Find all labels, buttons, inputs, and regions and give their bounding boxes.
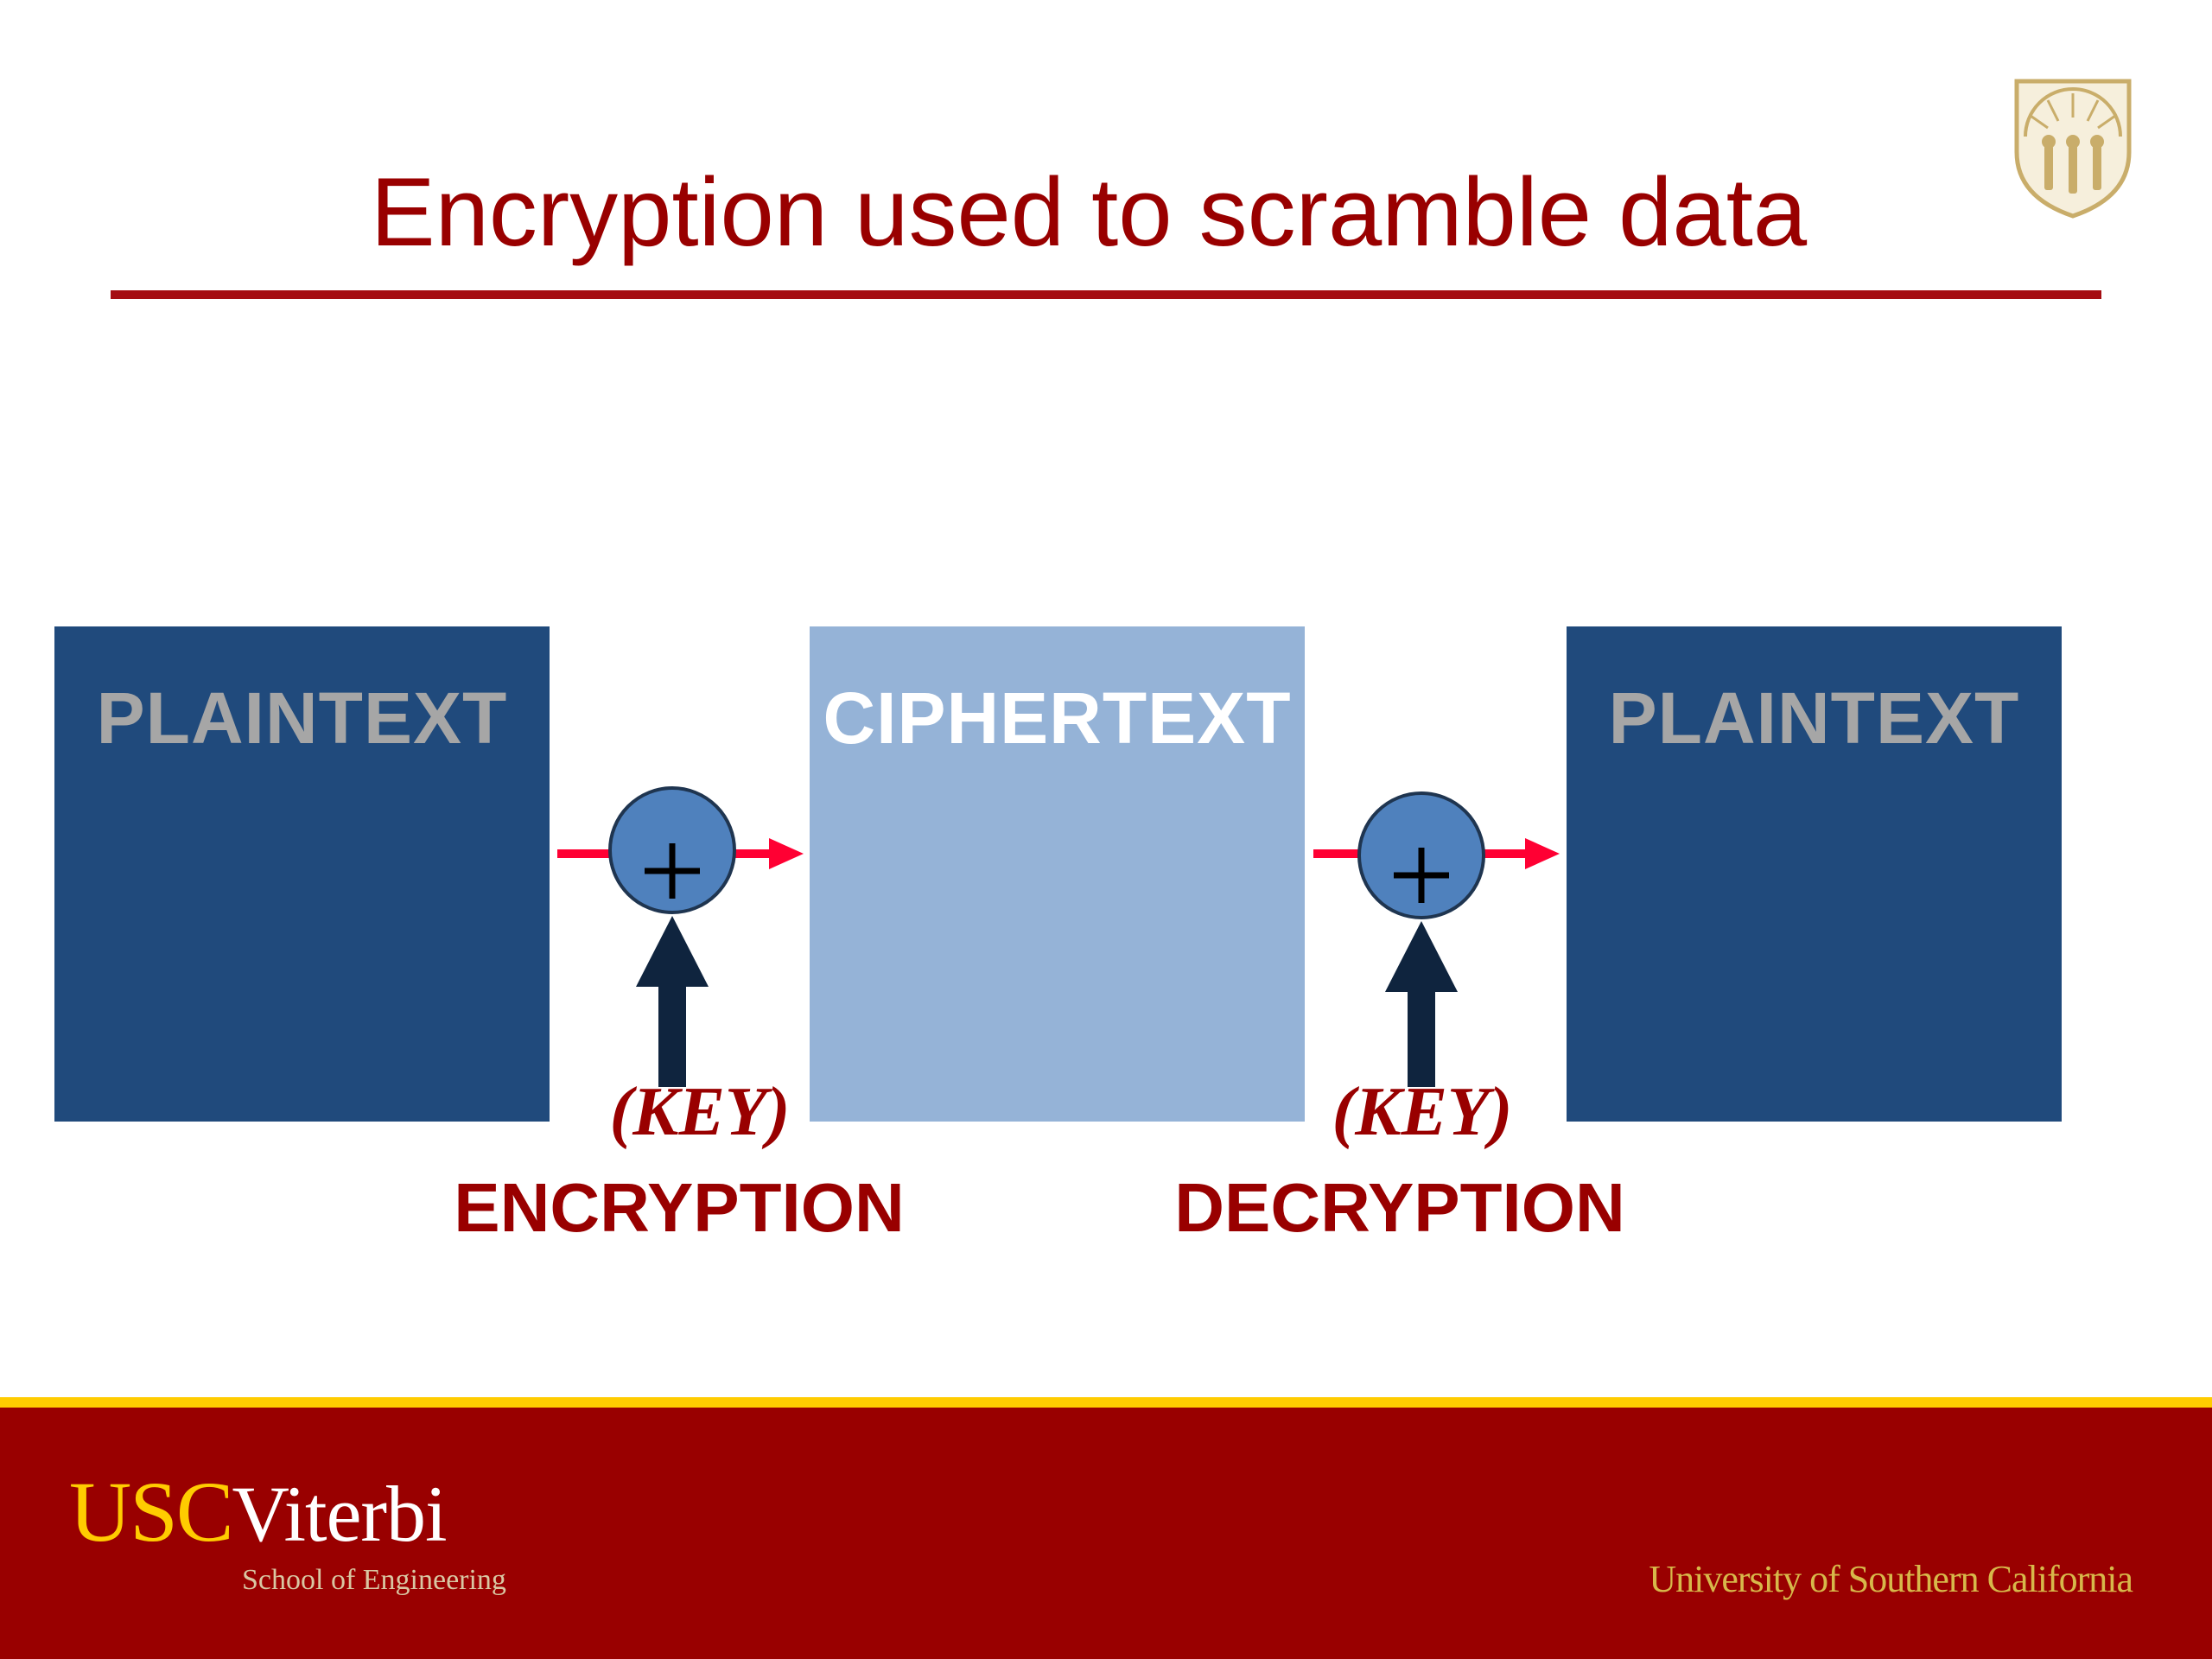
plaintext-label-left: PLAINTEXT xyxy=(96,677,508,759)
slide-title: Encryption used to scramble data xyxy=(370,158,1808,266)
decryption-key-arrow xyxy=(1385,921,1458,1087)
title-divider xyxy=(111,290,2101,299)
plaintext-box-left: PLAINTEXT xyxy=(54,626,550,1122)
university-name: University of Southern California xyxy=(1649,1558,2133,1600)
footer-band xyxy=(0,1408,2212,1659)
logo-viterbi-text: Viterbi xyxy=(232,1470,448,1558)
ciphertext-box: CIPHERTEXT xyxy=(810,626,1305,1122)
plaintext-box-right: PLAINTEXT xyxy=(1567,626,2062,1122)
plaintext-label-right: PLAINTEXT xyxy=(1608,677,2020,759)
ciphertext-label: CIPHERTEXT xyxy=(823,677,1292,759)
encryption-label: ENCRYPTION xyxy=(454,1169,905,1246)
decryption-key-label: (KEY) xyxy=(1332,1074,1513,1150)
encryption-key-label: (KEY) xyxy=(609,1074,791,1150)
encryption-plus-circle-icon xyxy=(608,786,736,914)
decryption-plus-circle-icon xyxy=(1357,791,1485,919)
logo-usc-text: USC xyxy=(69,1464,234,1560)
footer-stripe xyxy=(0,1397,2212,1408)
encryption-key-arrow xyxy=(636,916,709,1087)
decryption-label: DECRYPTION xyxy=(1174,1169,1625,1246)
usc-viterbi-logo: USCViterbi xyxy=(69,1469,448,1558)
usc-seal-icon xyxy=(2014,79,2132,219)
school-name: School of Engineering xyxy=(242,1564,506,1596)
